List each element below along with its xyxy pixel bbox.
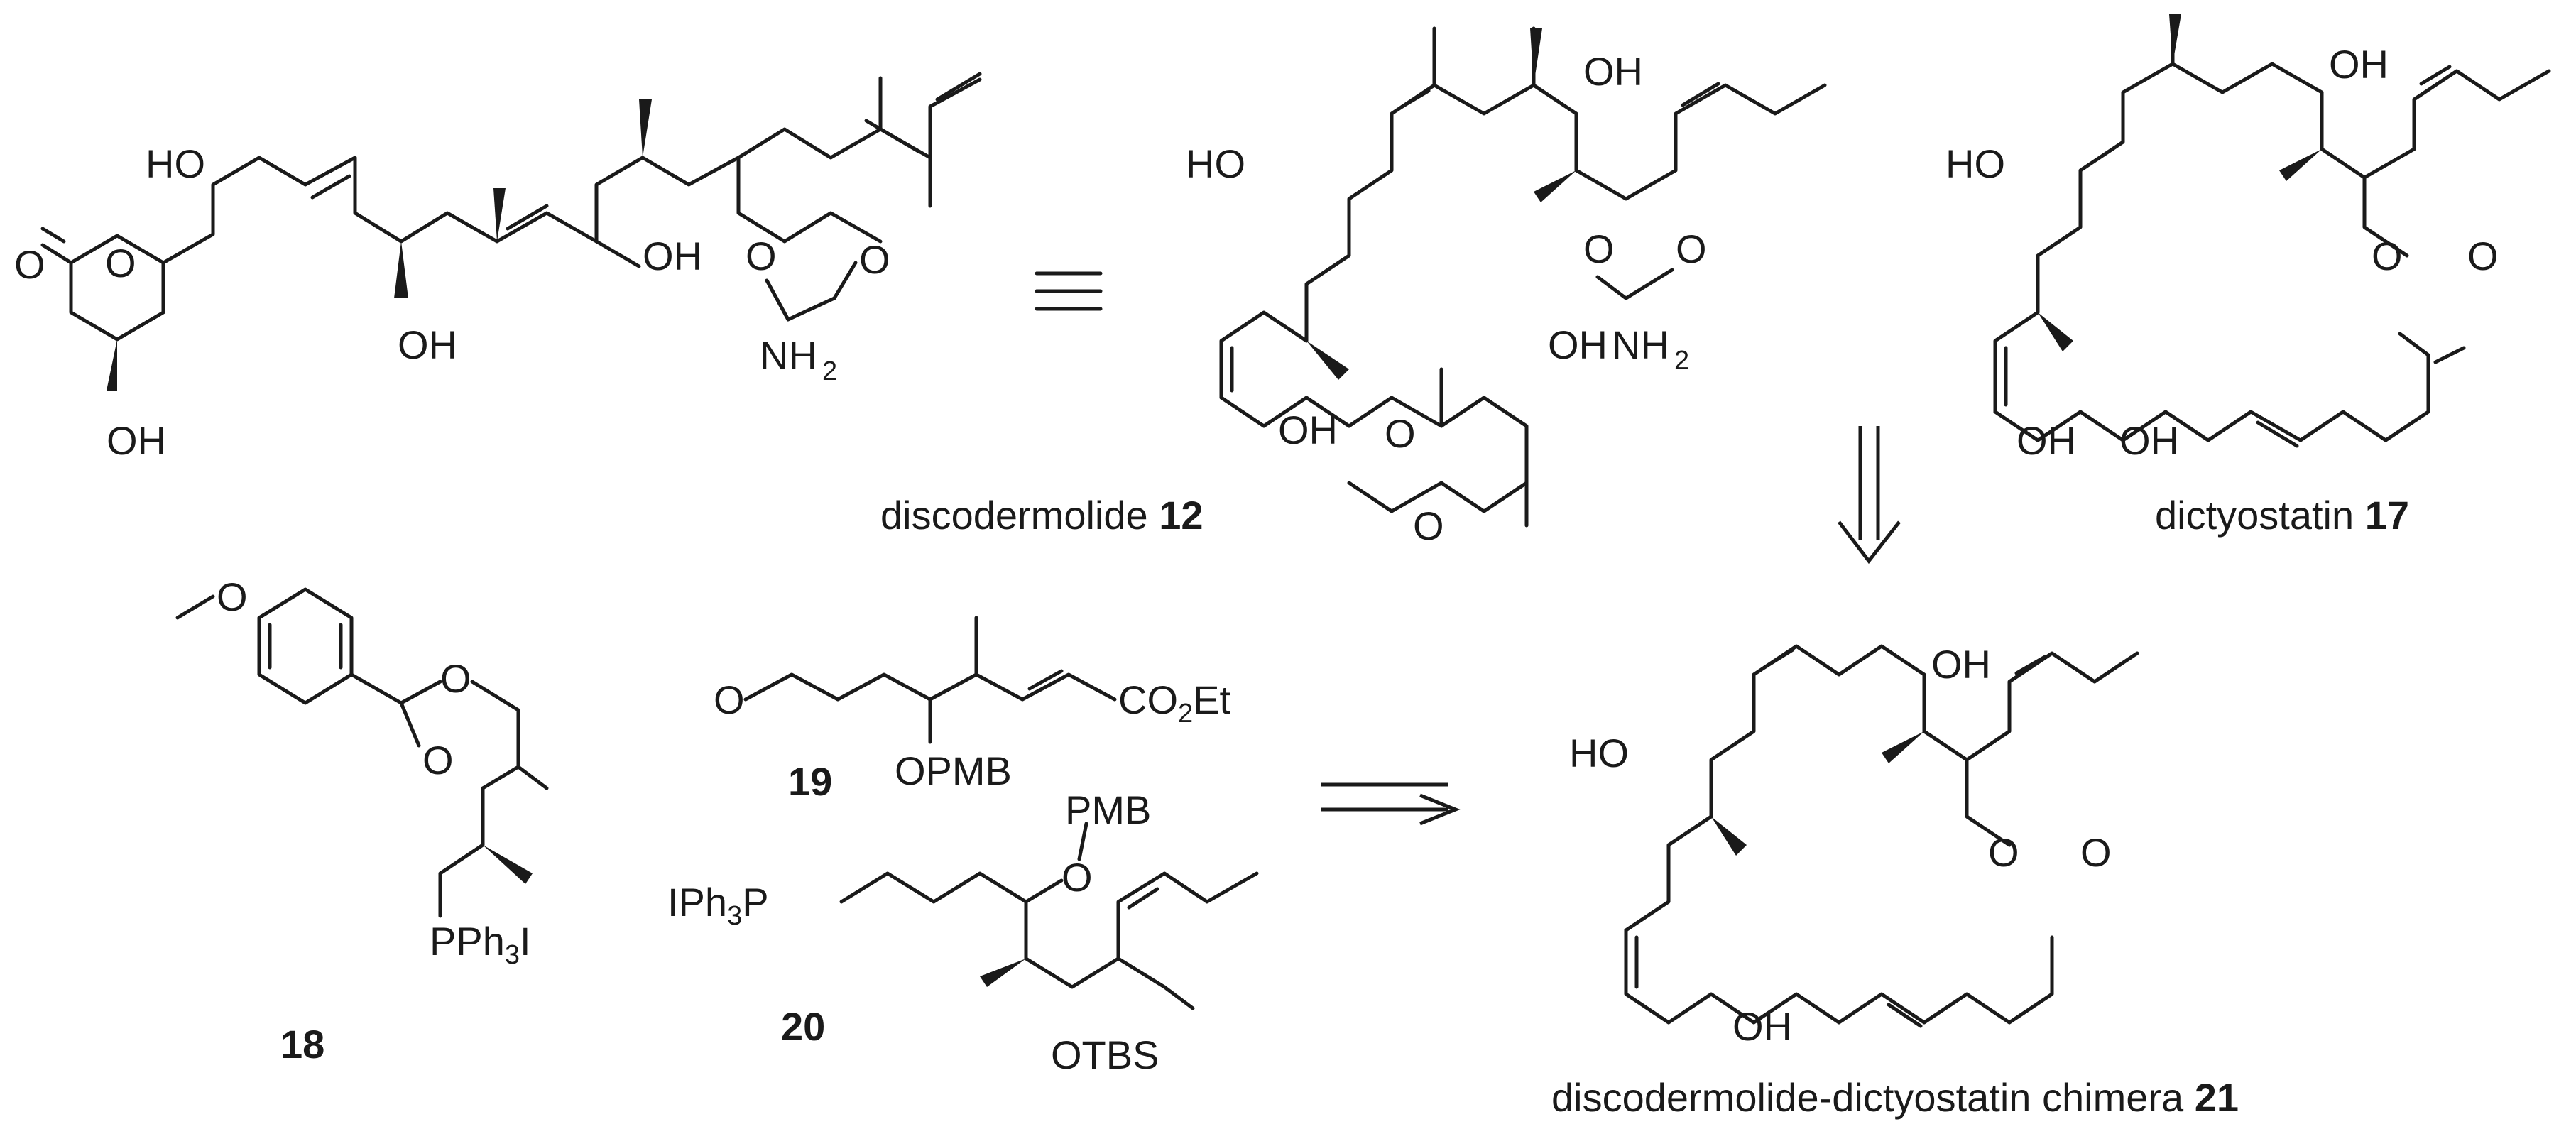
ester-oxygen: O [2372, 234, 2403, 278]
hydroxyl-label: OH [2329, 42, 2389, 87]
compound-18-structure: O O O PPh3I [175, 574, 549, 970]
dioxane-oxygen: O [422, 738, 454, 782]
hydroxyl-label: OH [1548, 322, 1608, 367]
chimera-structure: HO OH OH O O [1569, 642, 2139, 1049]
ring-oxygen: O [1385, 411, 1416, 456]
compound-19-label: 19 [788, 759, 832, 804]
carbonyl-oxygen: O [2467, 234, 2499, 278]
equivalence-sign [1035, 271, 1103, 311]
phosphonium-label: IPh3P [667, 880, 769, 931]
carbonyl-oxygen: O [2080, 830, 2112, 875]
methoxy-oxygen: O [217, 574, 248, 619]
aldehyde-oxygen: O [714, 677, 745, 722]
hydroxyl-label: OH [1583, 49, 1643, 94]
discodermolide-caption: discodermolide 12 [880, 493, 1204, 538]
ring-oxygen: O [105, 241, 136, 285]
hydroxyl-label: OH [2016, 418, 2076, 463]
carbonyl-oxygen: O [1676, 227, 1707, 271]
tbs-ether-label: OTBS [1051, 1032, 1159, 1077]
chimera-caption: discodermolide-dictyostatin chimera 21 [1551, 1075, 2239, 1120]
hydroxyl-label: HO [146, 141, 205, 186]
carbamate-oxygen: O [746, 234, 777, 278]
hydroxyl-label: HO [1186, 141, 1245, 186]
hydroxyl-label: HO [1569, 731, 1629, 775]
dioxane-oxygen: O [440, 656, 471, 701]
amine-label: NH [1612, 322, 1669, 367]
hydroxyl-label: HO [1945, 141, 2005, 186]
carbonyl-oxygen: O [859, 237, 890, 282]
phosphonium-label: PPh3I [430, 919, 531, 970]
compound-20-label: 20 [781, 1004, 825, 1049]
compound-18-label: 18 [280, 1022, 324, 1067]
lactone-carbonyl-oxygen: O [14, 242, 45, 287]
hydroxyl-label: OH [1278, 408, 1338, 452]
ether-oxygen: O [1061, 855, 1093, 900]
pmb-ether-label: OPMB [895, 748, 1012, 793]
amine-label: NH [760, 333, 817, 378]
svg-text:2: 2 [822, 356, 837, 386]
discodermolide-folded-structure: HO OH OH OH O O O O NH 2 [1186, 26, 1827, 548]
carbamate-oxygen: O [1583, 227, 1615, 271]
retrosynthetic-arrow [1838, 426, 1901, 564]
dictyostatin-structure: HO OH OH OH O O [1945, 14, 2551, 463]
pmb-label: PMB [1065, 787, 1151, 832]
lactone-carbonyl-oxygen: O [1413, 503, 1444, 548]
discodermolide-structure: O O HO OH OH OH O O NH 2 [14, 72, 982, 463]
ester-label: CO2Et [1118, 677, 1230, 729]
hydroxyl-label: OH [643, 234, 702, 278]
hydroxyl-label: OH [1732, 1004, 1792, 1049]
hydroxyl-label: OH [2119, 418, 2179, 463]
synthesis-arrow [1321, 782, 1461, 826]
compound-20-structure: IPh3P O PMB OTBS [667, 787, 1259, 1077]
ester-oxygen: O [1988, 830, 2019, 875]
hydroxyl-label: OH [1931, 642, 1991, 687]
compound-19-structure: O CO2Et OPMB [714, 616, 1230, 793]
hydroxyl-label: OH [107, 418, 166, 463]
svg-text:2: 2 [1674, 346, 1689, 376]
hydroxyl-label: OH [398, 322, 457, 367]
dictyostatin-caption: dictyostatin 17 [2155, 493, 2409, 538]
